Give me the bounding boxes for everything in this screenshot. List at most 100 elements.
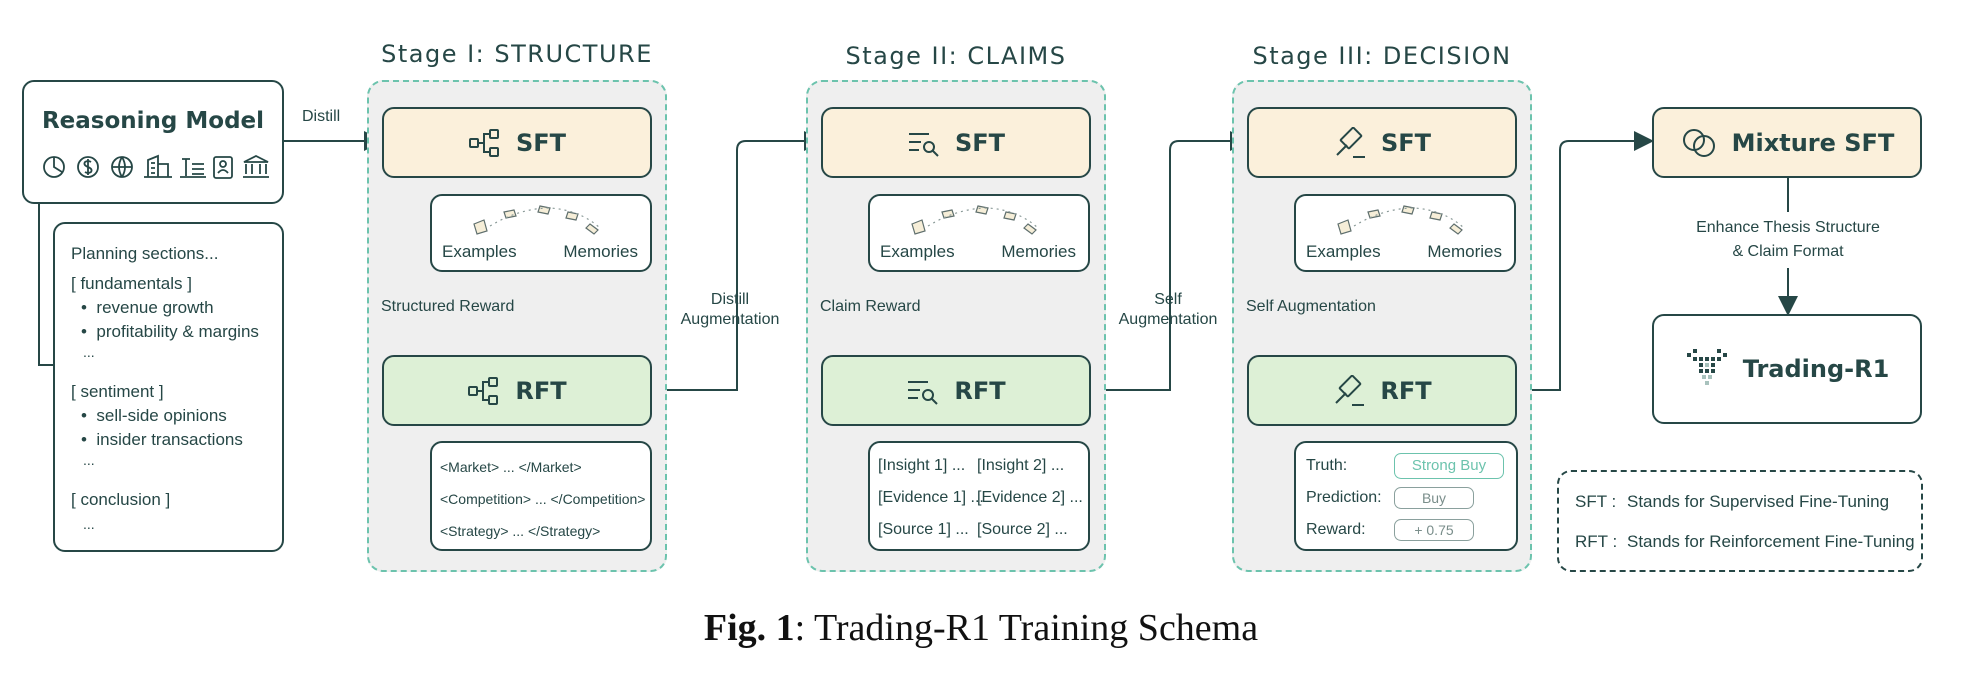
bullet-item: • profitability & margins [81, 322, 259, 341]
stage-3-decision-box: Truth: Strong Buy Prediction: Buy Reward… [1294, 441, 1518, 551]
finance-icons-row [43, 154, 269, 179]
bullet-item: • revenue growth [81, 298, 214, 317]
stage-1-rft-box: RFT [382, 355, 652, 426]
scattered-documents-icon [473, 205, 601, 235]
stage-1-sft-box: SFT [382, 107, 652, 178]
stage-2-title: Stage II: CLAIMS [845, 42, 1067, 70]
examples-label: Examples [1306, 242, 1381, 261]
reasoning-model-box: Reasoning Model [22, 80, 284, 204]
stage-2-examples-box: Examples Memories [868, 194, 1090, 272]
ellipsis: ... [83, 516, 95, 532]
bullet-text: revenue growth [96, 298, 214, 317]
bullet-text: insider transactions [96, 430, 243, 449]
truth-value-pill: Strong Buy [1394, 453, 1504, 479]
output-line: <Market> ... </Market> [440, 459, 582, 475]
stage-3-rft-box: RFT [1247, 355, 1517, 426]
memories-label: Memories [1001, 242, 1076, 261]
distill-label: Distill [302, 108, 341, 125]
list-search-icon [908, 380, 939, 405]
planning-connector [38, 204, 53, 366]
examples-label: Examples [880, 242, 955, 261]
scattered-documents-icon [1337, 205, 1465, 235]
hierarchy-icon [468, 128, 499, 157]
stage-1-examples-box: Examples Memories [430, 194, 652, 272]
list-search-icon [908, 132, 939, 157]
stage-2-rft-label: RFT [954, 376, 1006, 405]
scattered-documents-icon [911, 205, 1039, 235]
legend-box: SFT : Stands for Supervised Fine-Tuning … [1557, 470, 1923, 572]
trading-r1-box: Trading-R1 [1652, 314, 1922, 424]
stage-1-output-box: <Market> ... </Market> <Competition> ...… [430, 441, 652, 551]
bullet-text: profitability & margins [96, 322, 259, 341]
examples-label: Examples [442, 242, 517, 261]
hierarchy-icon [468, 376, 499, 405]
stage-3-examples-box: Examples Memories [1294, 194, 1516, 272]
stage-3-reward-label: Self Augmentation [1246, 298, 1376, 315]
bullet-text: sell-side opinions [96, 406, 227, 425]
legend-rft-text: Stands for Reinforcement Fine-Tuning [1627, 532, 1915, 551]
between-1-label: Distill Augmentation [680, 290, 780, 330]
gavel-icon [1335, 374, 1365, 406]
output-cell: [Insight 2] ... [977, 457, 1065, 474]
stage-1-rft-label: RFT [515, 376, 567, 405]
globe-icon [111, 156, 133, 178]
between-2-label: Self Augmentation [1118, 290, 1218, 330]
stage-2-output-box: [Insight 1] ... [Insight 2] ... [Evidenc… [868, 441, 1090, 551]
gavel-icon [1336, 126, 1365, 158]
dollar-icon [77, 156, 99, 178]
output-line: <Strategy> ... </Strategy> [440, 523, 601, 539]
ellipsis: ... [83, 344, 95, 360]
pie-chart-icon [43, 156, 65, 178]
group-header-sentiment: [ sentiment ] [71, 382, 164, 401]
reasoning-model-title: Reasoning Model [41, 108, 265, 134]
output-cell: [Evidence 1] ... [878, 489, 984, 506]
between-1-line1: Distill [710, 291, 750, 308]
stage-1-title: Stage I: STRUCTURE [381, 40, 653, 68]
caption-text: : Trading-R1 Training Schema [794, 607, 1259, 649]
output-line: <Competition> ... </Competition> [440, 491, 646, 507]
group-header-fundamentals: [ fundamentals ] [71, 274, 192, 293]
trading-r1-label: Trading-R1 [1742, 355, 1890, 383]
planning-sections-box: Planning sections... [ fundamentals ] • … [53, 222, 284, 552]
stage-3-title: Stage III: DECISION [1252, 42, 1512, 70]
truth-label: Truth: [1306, 457, 1348, 474]
stage-3-sft-label: SFT [1380, 128, 1432, 157]
mixture-sft-box: Mixture SFT [1652, 107, 1922, 178]
output-cell: [Evidence 2] ... [977, 489, 1083, 506]
stage-3-sft-box: SFT [1247, 107, 1517, 178]
self-augmentation-arrow [1090, 131, 1250, 391]
prediction-value-pill: Buy [1394, 487, 1474, 509]
stage-2-sft-box: SFT [821, 107, 1091, 178]
output-cell: [Source 1] ... [878, 521, 969, 538]
building-icon [144, 154, 172, 178]
stage-2-sft-label: SFT [954, 128, 1006, 157]
contact-card-icon [213, 156, 233, 179]
between-1-line2: Augmentation [680, 311, 780, 328]
planning-title: Planning sections... [71, 244, 219, 263]
stage-2-reward-label: Claim Reward [820, 298, 921, 315]
ellipsis: ... [83, 452, 95, 468]
to-mixture-arrow [1517, 131, 1654, 391]
caption-figure-number: Fig. 1 [703, 607, 795, 649]
bull-logo-icon [1686, 349, 1727, 385]
legend-sft-key: SFT : [1575, 492, 1617, 511]
output-cell: [Insight 1] ... [878, 457, 966, 474]
enhance-line1: Enhance Thesis Structure [1696, 219, 1880, 236]
distill-augmentation-arrow [651, 131, 824, 391]
stage-3-rft-label: RFT [1380, 376, 1432, 405]
stage-1-sft-label: SFT [515, 128, 567, 157]
legend-sft-text: Stands for Supervised Fine-Tuning [1627, 492, 1890, 511]
bullet-item: • insider transactions [81, 430, 243, 449]
stage-2-rft-box: RFT [821, 355, 1091, 426]
figure-caption: Fig. 1: Trading-R1 Training Schema [0, 606, 1962, 650]
enhance-label: Enhance Thesis Structure & Claim Format [1680, 216, 1896, 264]
between-2-line1: Self [1154, 291, 1182, 308]
enhance-line2: & Claim Format [1732, 243, 1844, 260]
between-2-line2: Augmentation [1118, 311, 1218, 328]
mixture-sft-label: Mixture SFT [1731, 128, 1895, 157]
reward-label: Reward: [1306, 521, 1366, 538]
memories-label: Memories [563, 242, 638, 261]
document-list-icon [180, 158, 206, 178]
overlapping-circles-icon [1682, 128, 1715, 157]
reward-value-pill: + 0.75 [1394, 519, 1474, 541]
